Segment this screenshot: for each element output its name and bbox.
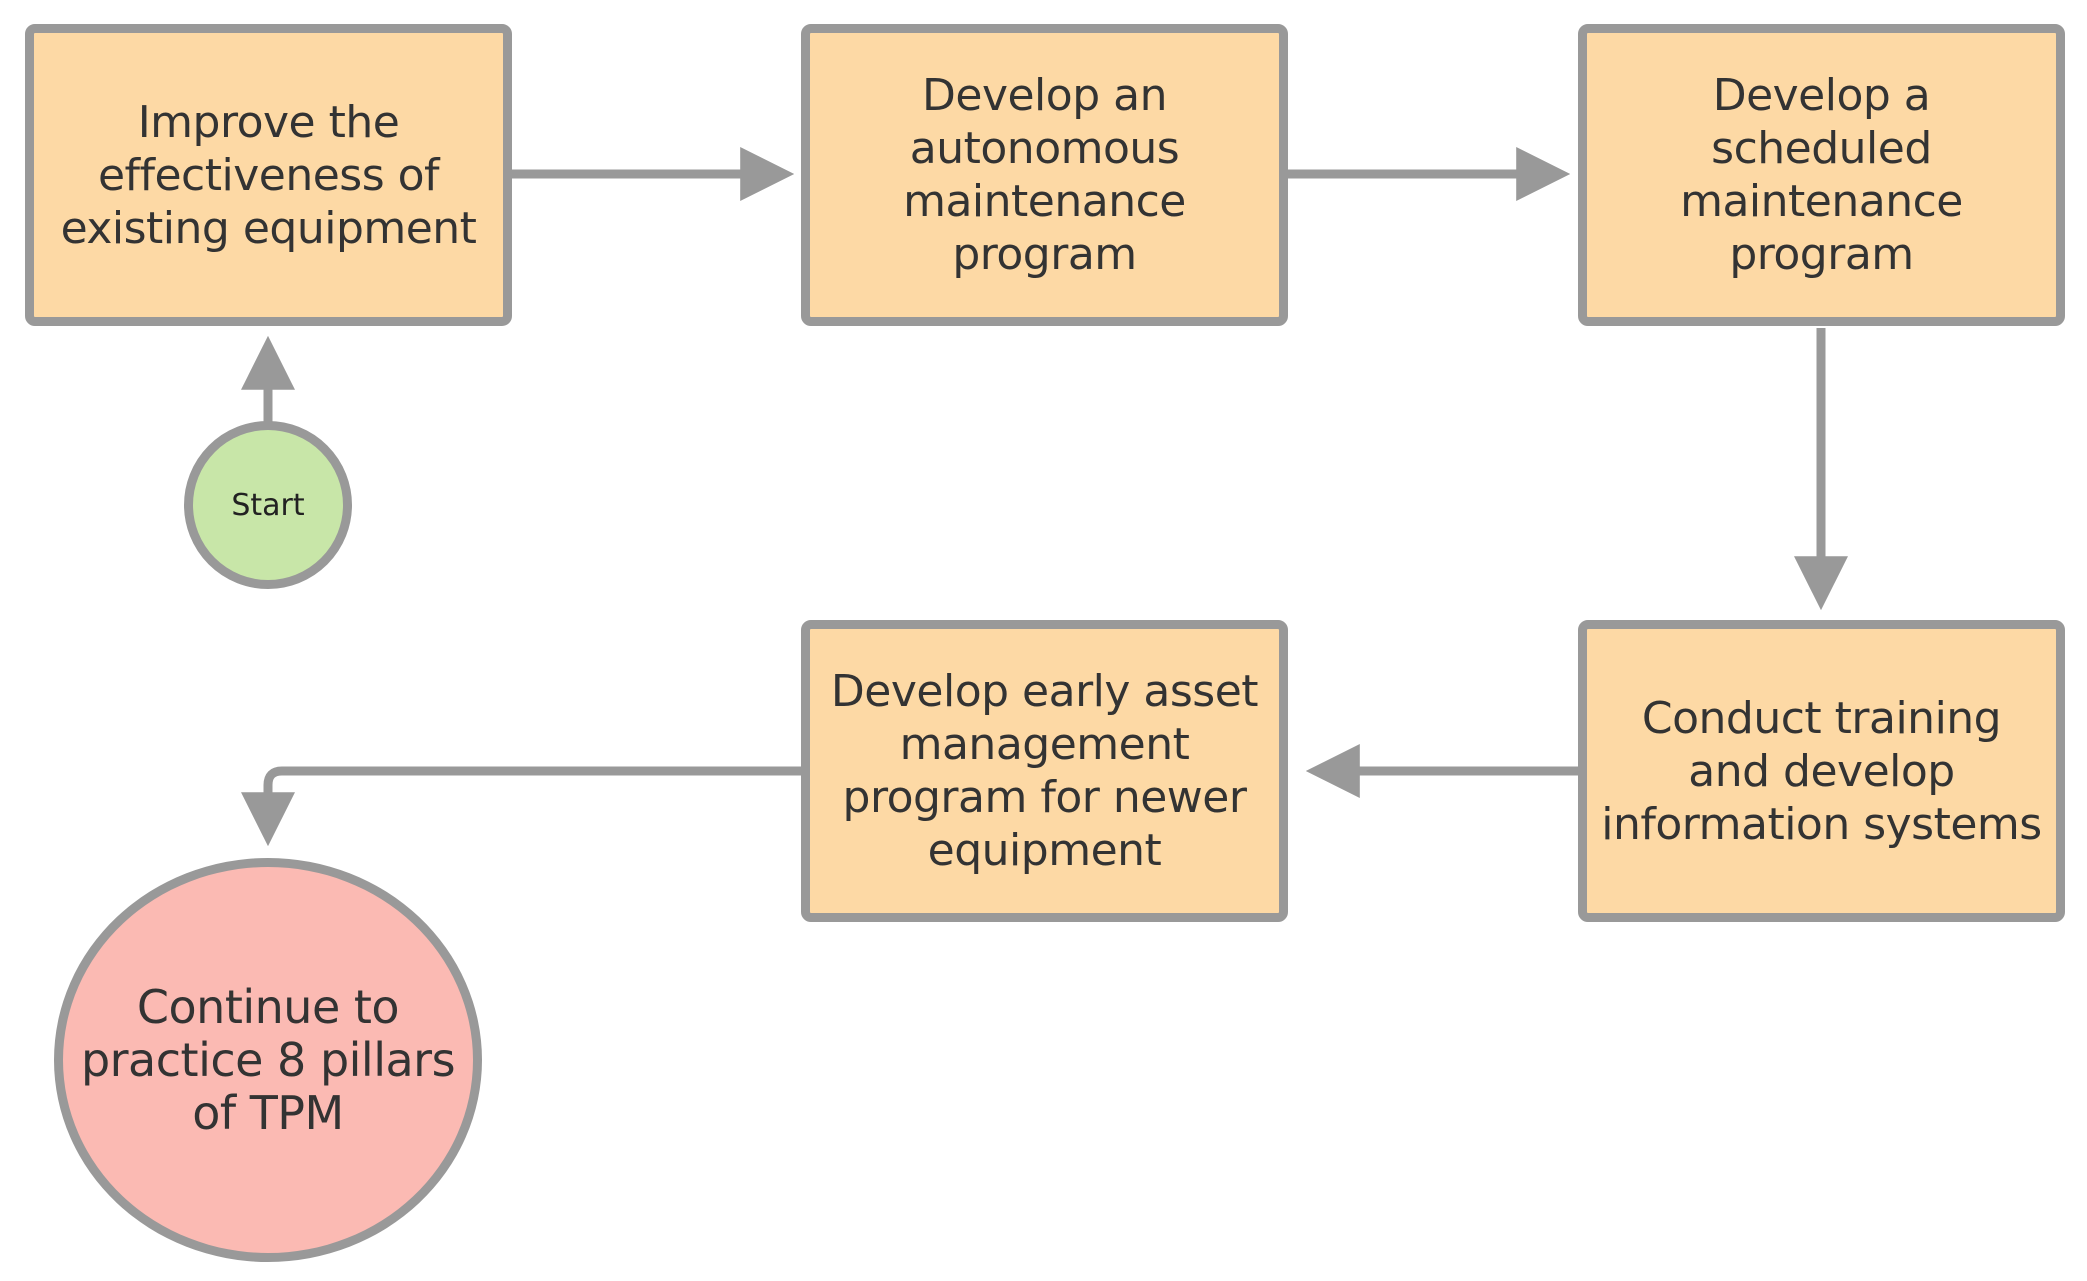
step-autonomous-maintenance: Develop an autonomous maintenance progra…: [801, 24, 1288, 326]
step-improve-effectiveness: Improve the effectiveness of existing eq…: [25, 24, 512, 326]
step-label: Conduct training and develop information…: [1601, 692, 2042, 850]
step-early-asset-management: Develop early asset management program f…: [801, 620, 1288, 922]
step-label: Improve the effectiveness of existing eq…: [60, 96, 477, 254]
step-label: Develop early asset management program f…: [830, 666, 1259, 876]
end-node: Continue to practice 8 pillars of TPM: [54, 858, 482, 1262]
arrow-step5-to-end: [241, 766, 804, 847]
step-training-information-systems: Conduct training and develop information…: [1578, 620, 2065, 922]
step-label: Develop an autonomous maintenance progra…: [903, 70, 1186, 280]
end-label: Continue to practice 8 pillars of TPM: [80, 979, 456, 1140]
start-node: Start: [184, 421, 352, 589]
step-scheduled-maintenance: Develop a scheduled maintenance program: [1578, 24, 2065, 326]
start-label: Start: [231, 487, 305, 523]
step-label: Develop a scheduled maintenance program: [1680, 70, 1963, 280]
